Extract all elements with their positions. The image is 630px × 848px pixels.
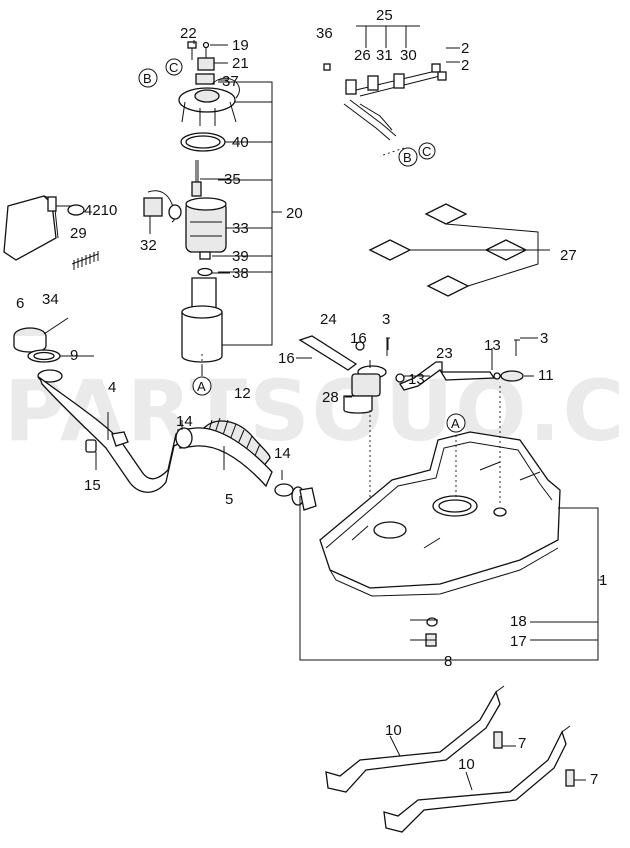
label-1: 1: [599, 572, 607, 589]
label-7a: 7: [518, 735, 526, 752]
label-27: 27: [560, 247, 577, 264]
label-11: 11: [538, 367, 554, 384]
leader-lines: [60, 40, 604, 791]
label-4: 4: [108, 379, 116, 396]
tank-straps: [325, 685, 575, 833]
label-19: 19: [232, 37, 249, 54]
label-14b: 14: [274, 445, 291, 462]
label-13a: 13: [484, 337, 501, 354]
bracket-1-8: [299, 496, 599, 661]
label-24: 24: [320, 311, 337, 328]
ref-marker-a-tank: A: [446, 413, 466, 433]
label-17: 17: [510, 633, 527, 650]
label-10b: 10: [458, 756, 475, 773]
label-26: 26: [354, 47, 371, 64]
ref-marker-c-right: C: [418, 142, 436, 160]
label-14a: 14: [176, 413, 193, 430]
label-37: 37: [222, 73, 239, 90]
label-13b: 13: [408, 371, 425, 388]
label-22: 22: [180, 25, 197, 42]
label-38: 38: [232, 265, 249, 282]
label-23: 23: [436, 345, 453, 362]
filler-cap-assembly: [13, 317, 69, 363]
label-30: 30: [400, 47, 417, 64]
svg-text:C: C: [169, 60, 178, 75]
label-33: 33: [232, 220, 249, 237]
ref-marker-c-left: C: [165, 58, 183, 76]
label-16b: 16: [278, 350, 295, 367]
label-12: 12: [234, 385, 251, 402]
label-7b: 7: [590, 771, 598, 788]
svg-text:B: B: [403, 150, 412, 165]
label-4210: 4210: [84, 202, 117, 219]
label-20: 20: [286, 205, 303, 222]
label-31: 31: [376, 47, 393, 64]
svg-text:B: B: [143, 71, 152, 86]
label-2a: 2: [461, 40, 469, 57]
label-29: 29: [70, 225, 87, 242]
watermark: PARTSOUQ.COM: [4, 362, 630, 460]
ref-marker-b-left: B: [138, 68, 158, 88]
label-35: 35: [224, 171, 241, 188]
drain-fasteners: [425, 617, 438, 647]
label-39: 39: [232, 248, 249, 265]
label-2b: 2: [461, 57, 469, 74]
fuel-lines-assembly: [323, 25, 447, 141]
label-34: 34: [42, 291, 59, 308]
label-16a: 16: [350, 330, 367, 347]
fuel-pump-assembly: [178, 41, 282, 376]
label-25: 25: [376, 7, 393, 24]
fuel-sender-assembly: [298, 335, 524, 414]
svg-text:C: C: [422, 144, 431, 159]
ref-marker-b-right: B: [398, 147, 418, 167]
label-21: 21: [232, 55, 249, 72]
label-15: 15: [84, 477, 101, 494]
insulator-pads: [368, 203, 550, 297]
label-3a: 3: [382, 311, 390, 328]
label-5: 5: [225, 491, 233, 508]
ref-marker-a-top: A: [192, 376, 212, 396]
hose-with-clamps: [175, 427, 317, 511]
label-3b: 3: [540, 330, 548, 347]
label-36: 36: [316, 25, 333, 42]
label-32: 32: [140, 237, 157, 254]
label-18: 18: [510, 613, 527, 630]
label-10a: 10: [385, 722, 402, 739]
svg-text:A: A: [197, 379, 206, 394]
svg-text:A: A: [451, 416, 460, 431]
dashed-guides: [201, 147, 501, 506]
label-28: 28: [322, 389, 339, 406]
label-6: 6: [16, 295, 24, 312]
filler-lid-assembly: [3, 190, 182, 270]
label-40: 40: [232, 134, 249, 151]
label-8: 8: [444, 653, 452, 670]
label-9: 9: [70, 347, 78, 364]
